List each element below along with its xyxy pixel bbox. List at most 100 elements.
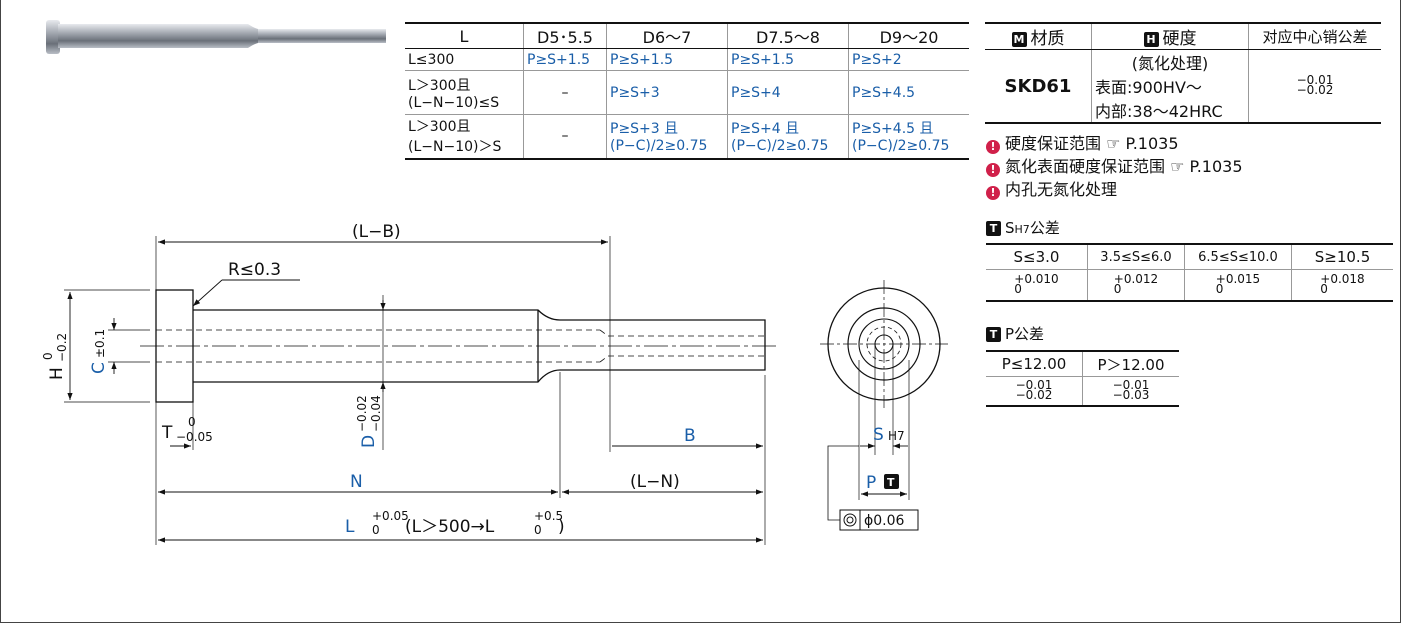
header-d75: D7.5～8 <box>727 22 849 49</box>
cell-line: P≥S+4.5 且 <box>852 121 934 138</box>
cell: P≥S+4 且(P−C)/2≥0.75 <box>727 114 849 160</box>
h-tag-icon: H <box>1143 32 1159 47</box>
dim-l: L <box>345 517 355 537</box>
tol-upper: +0.012 <box>1113 272 1159 286</box>
warning-icon: ! <box>986 163 1000 177</box>
note-1: ! 硬度保证范围 ☞ P.1035 <box>986 130 1179 154</box>
dim-l-minus-n: (L−N) <box>630 472 680 492</box>
s-header: 3.5≤S≤6.0 <box>1087 243 1185 270</box>
note-ref-link[interactable]: P.1035 <box>1125 134 1179 153</box>
hardness-line: 内部:38～42HRC <box>1095 102 1223 121</box>
dim-n: N <box>350 472 363 492</box>
dim-t: T <box>161 423 173 443</box>
cell: P≥S+4.5 <box>848 70 969 115</box>
note-ref-link[interactable]: P.1035 <box>1189 157 1243 176</box>
tol-upper: +0.018 <box>1320 272 1365 286</box>
hardness-value: (氮化处理) 表面:900HV～ 内部:38～42HRC <box>1091 49 1249 124</box>
header-d5: D5･5.5 <box>523 22 607 49</box>
t-tag-icon <box>884 474 899 489</box>
dimension-lines <box>67 239 763 543</box>
cell-line: (P−C)/2≥0.75 <box>731 138 829 155</box>
cell-line: P≥S+4 且 <box>731 121 800 138</box>
dim-h-lower: −0.2 <box>55 333 69 362</box>
tol-lower: 0 <box>1215 282 1224 296</box>
note-3: ! 内孔无氮化处理 <box>986 176 1117 200</box>
s-title: S <box>1005 219 1015 237</box>
p-header: P≤12.00 <box>986 350 1083 377</box>
extension-lines <box>64 236 766 545</box>
technical-drawing: (L−B) R≤0.3 B N (L−N) L +0.05 0 (L＞500→L… <box>41 222 948 545</box>
tol-upper: +0.015 <box>1215 272 1261 286</box>
dim-l2-lower: 0 <box>534 523 542 537</box>
tol-lower: −0.02 <box>1296 82 1334 97</box>
tol-lower: −0.03 <box>1112 388 1150 402</box>
dim-d-lower: −0.04 <box>369 395 383 432</box>
tol-lower: 0 <box>1014 282 1022 296</box>
tol-upper: −0.01 <box>1112 378 1150 392</box>
cell-line: (P−C)/2≥0.75 <box>610 138 708 155</box>
tol-lower: −0.02 <box>1015 388 1053 402</box>
tol-lower: 0 <box>1320 282 1328 296</box>
cell: P≥S+1.5 <box>606 48 728 71</box>
dim-s-sub: H7 <box>888 429 905 443</box>
row-label: L≤300 <box>405 48 524 71</box>
row-label-line: L＞300且 <box>408 119 471 136</box>
note-text: 氮化表面硬度保证范围 <box>1005 157 1166 176</box>
note-text: 硬度保证范围 <box>1005 134 1102 153</box>
dim-l-minus-b: (L−B) <box>352 222 401 242</box>
pointing-hand-icon: ☞ <box>1170 157 1185 176</box>
cell-line: (P−C)/2≥0.75 <box>852 138 950 155</box>
header-material-label: 材质 <box>1030 29 1065 49</box>
p-tol: −0.01−0.03 <box>1082 376 1179 407</box>
clearance-table: L D5･5.5 D6～7 D7.5～8 D9～20 L≤300 P≥S+1.5… <box>405 22 969 160</box>
dim-d: D <box>359 435 379 448</box>
header-d9: D9～20 <box>848 22 969 49</box>
warning-icon: ! <box>986 186 1000 200</box>
note-2: ! 氮化表面硬度保证范围 ☞ P.1035 <box>986 153 1243 177</box>
hidden-lines <box>156 329 765 363</box>
cell: P≥S+3 <box>606 70 728 115</box>
end-view <box>820 280 948 531</box>
dim-p: P <box>866 473 876 493</box>
note-text: 内孔无氮化处理 <box>1005 180 1118 199</box>
s-title-sub: H7 <box>1014 223 1030 236</box>
dim-radius: R≤0.3 <box>228 260 281 280</box>
header-hardness-label: 硬度 <box>1162 29 1197 49</box>
tol-lower: 0 <box>1113 282 1122 296</box>
cell: P≥S+3 且(P−C)/2≥0.75 <box>606 114 728 160</box>
dim-l-lower: 0 <box>372 523 380 537</box>
cell-line: P≥S+3 且 <box>610 121 679 138</box>
cell: P≥S+1.5 <box>523 48 607 71</box>
header-d6: D6～7 <box>606 22 728 49</box>
dim-c: C <box>89 362 109 374</box>
s-header: S≥10.5 <box>1291 243 1393 270</box>
s-header: S≤3.0 <box>986 243 1088 270</box>
tol-upper: −0.01 <box>1015 378 1053 392</box>
pin-tolerance-value: −0.01−0.02 <box>1248 49 1381 124</box>
dim-t-lower: −0.05 <box>176 430 213 444</box>
dim-l-upper: +0.05 <box>372 509 409 523</box>
row-label: L＞300且(L−N−10)＞S <box>405 114 524 160</box>
hardness-line: (氮化处理) <box>1131 54 1209 73</box>
row-label: L＞300且(L−N−10)≤S <box>405 70 524 115</box>
t-tag-icon: T <box>986 327 1001 342</box>
dim-h: H <box>47 367 67 380</box>
row-label-line: (L−N−10)≤S <box>408 94 500 111</box>
dim-t-upper: 0 <box>188 415 196 429</box>
s-title-rest: 公差 <box>1029 219 1060 237</box>
pointing-hand-icon: ☞ <box>1106 134 1121 153</box>
hardness-line: 表面:900HV～ <box>1095 78 1202 97</box>
warning-icon: ! <box>986 140 1000 154</box>
t-tag-icon: T <box>986 221 1001 236</box>
dim-l-end: ) <box>558 517 565 537</box>
cell: – <box>523 114 607 160</box>
s-tolerance-table: S≤3.0 3.5≤S≤6.0 6.5≤S≤10.0 S≥10.5 +0.010… <box>986 243 1393 302</box>
dim-d-upper: −0.02 <box>355 395 369 432</box>
cell: P≥S+1.5 <box>727 48 849 71</box>
